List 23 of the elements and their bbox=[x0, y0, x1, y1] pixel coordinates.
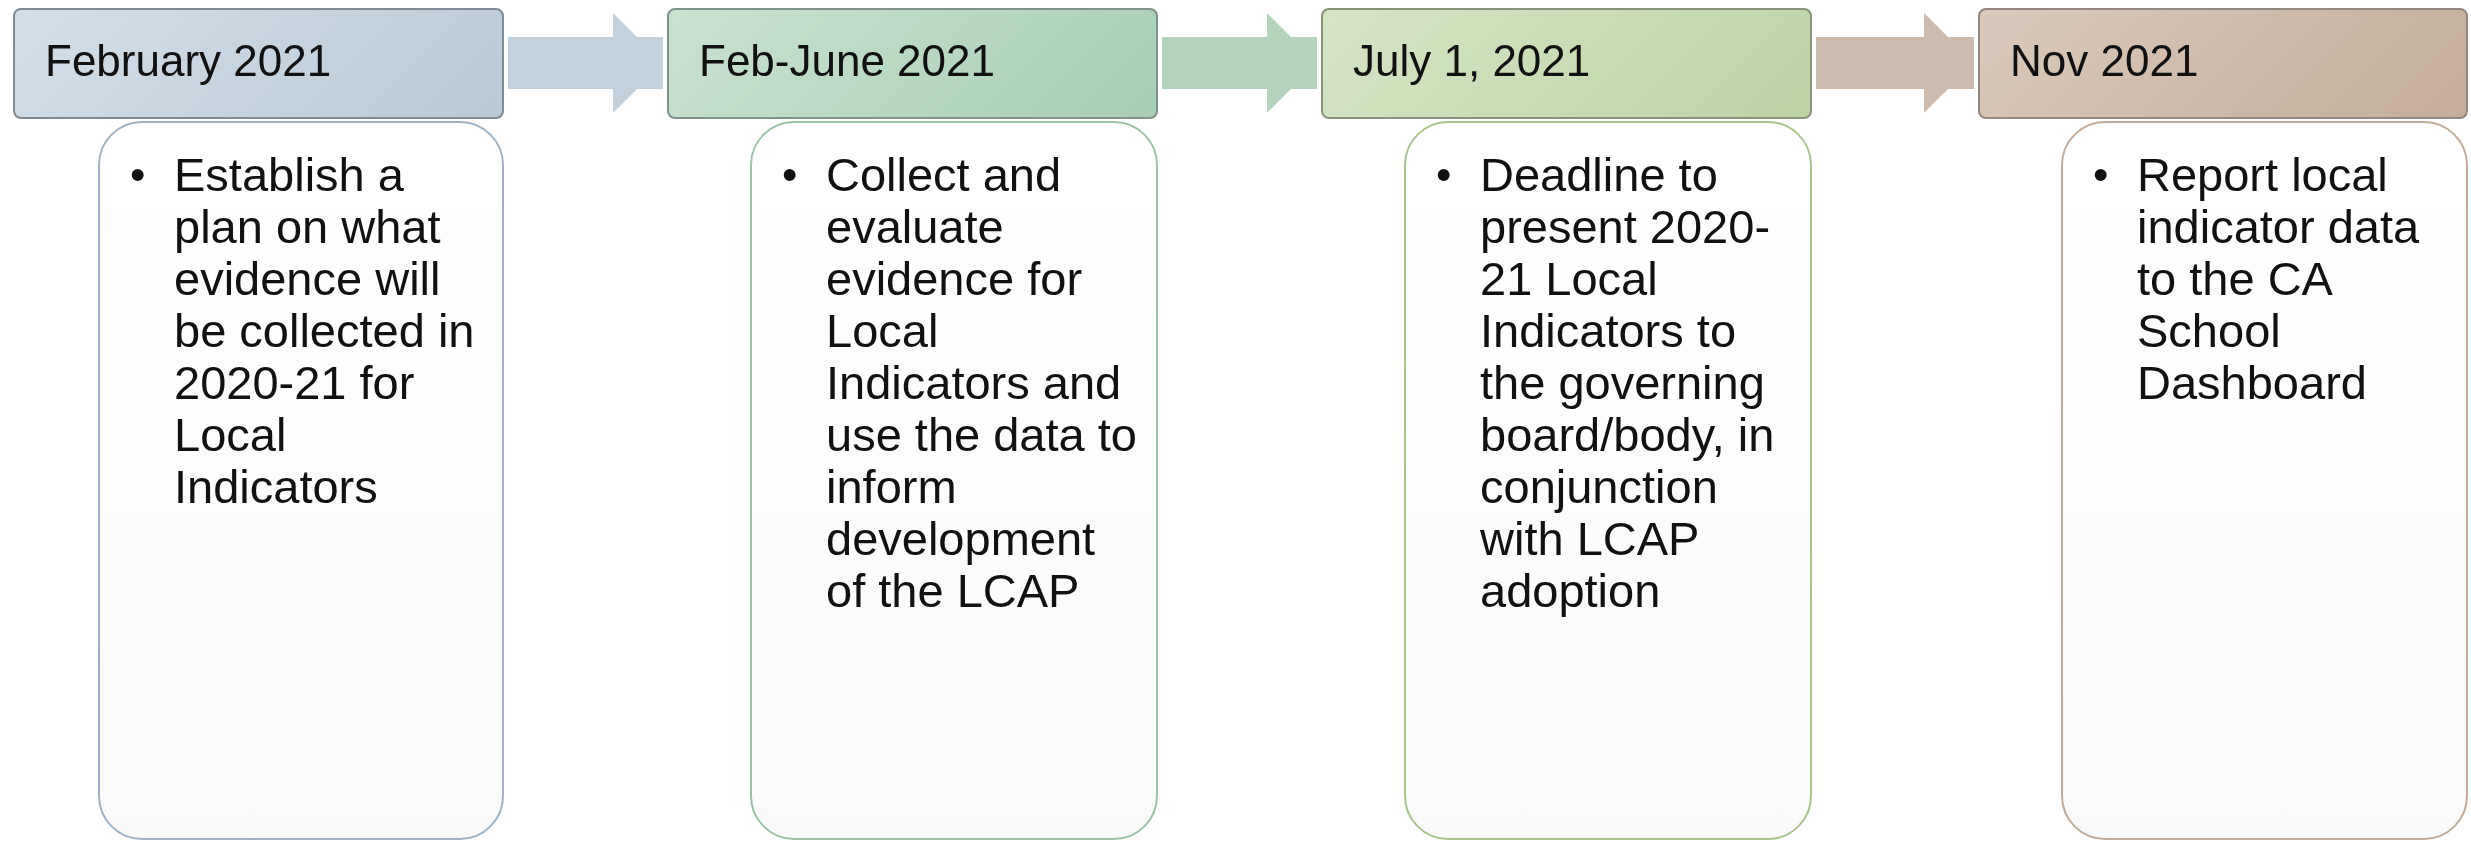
bullet-mark: • bbox=[1436, 149, 1452, 201]
date-box bbox=[667, 8, 1158, 119]
date-heading: July 1, 2021 bbox=[1353, 36, 1591, 86]
bullet-mark: • bbox=[782, 149, 798, 201]
arrow bbox=[508, 13, 663, 113]
description-text: Establish a plan on what evidence will be collected in 2020-21 for Local Indicators bbox=[174, 149, 476, 513]
date-box bbox=[13, 8, 504, 119]
date-heading: February 2021 bbox=[45, 36, 332, 86]
description-card bbox=[98, 121, 504, 840]
description-text: Collect and evaluate evidence for Local Indicators and use the data to inform development of the LCAP bbox=[826, 149, 1138, 617]
bullet-mark: • bbox=[130, 149, 146, 201]
description-text: Deadline to present 2020-21 Local Indicators to the governing board/body, in conjunction with LCAP adoption bbox=[1480, 149, 1776, 617]
date-heading: Feb-June 2021 bbox=[699, 36, 995, 86]
description-text: Report local indicator data to the CA School Dashboard bbox=[2137, 149, 2421, 409]
description-card bbox=[1404, 121, 1812, 840]
date-box bbox=[1321, 8, 1812, 119]
arrow bbox=[1162, 13, 1317, 113]
description-card bbox=[2061, 121, 2468, 840]
description-card bbox=[750, 121, 1158, 840]
bullet-mark: • bbox=[2093, 149, 2109, 201]
date-heading: Nov 2021 bbox=[2010, 36, 2199, 86]
date-box bbox=[1978, 8, 2468, 119]
arrow bbox=[1816, 13, 1974, 113]
